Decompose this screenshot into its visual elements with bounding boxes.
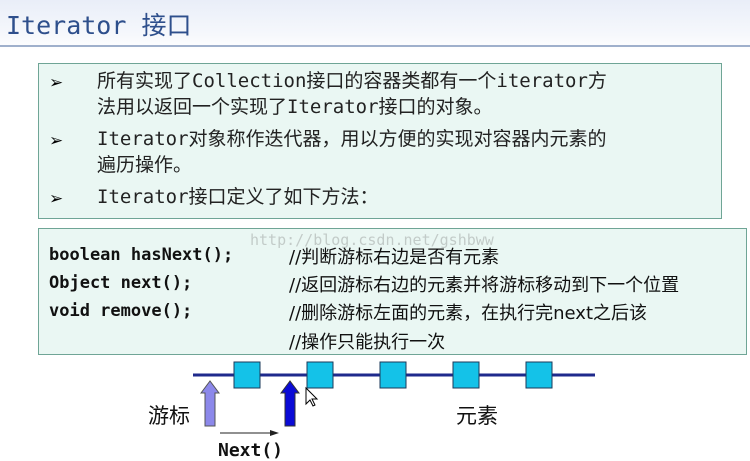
method-comment-hasnext: //判断游标右边是否有元素 bbox=[289, 247, 500, 268]
element-box bbox=[306, 361, 334, 389]
bullet-2-line-2: 遍历操作。 bbox=[97, 154, 193, 176]
page-title: Iterator 接口 bbox=[6, 11, 192, 40]
method-comment-remove: //删除游标左面的元素，在执行完next之后该 bbox=[289, 303, 648, 324]
element-box bbox=[452, 361, 480, 389]
iterator-diagram bbox=[193, 361, 595, 436]
element-box bbox=[233, 361, 261, 389]
bullet-icon: ➢ bbox=[49, 73, 64, 93]
cursor-label: 游标 bbox=[148, 404, 190, 428]
method-comment-next: //返回游标右边的元素并将游标移动到下一个位置 bbox=[289, 275, 680, 296]
method-code-remove: void remove(); bbox=[49, 301, 193, 321]
bullet-2-line-1: Iterator对象称作迭代器，用以方便的实现对容器内元素的 bbox=[97, 128, 607, 150]
element-label: 元素 bbox=[456, 404, 498, 428]
next-label: Next() bbox=[218, 440, 284, 461]
bullet-icon: ➢ bbox=[49, 131, 64, 151]
method-code-hasnext: boolean hasNext(); bbox=[49, 245, 234, 265]
bullet-1-line-1: 所有实现了Collection接口的容器类都有一个iterator方 bbox=[97, 70, 607, 92]
title-band bbox=[0, 0, 750, 50]
bullet-3-line-1: Iterator接口定义了如下方法： bbox=[97, 186, 379, 208]
methods-box: boolean hasNext(); //判断游标右边是否有元素 Object … bbox=[38, 228, 747, 355]
element-box bbox=[379, 361, 407, 389]
watermark: http://blog.csdn.net/gshbww bbox=[250, 231, 494, 249]
description-box: ➢ 所有实现了Collection接口的容器类都有一个iterator方 法用以… bbox=[38, 63, 722, 219]
method-comment-remove-cont: //操作只能执行一次 bbox=[289, 332, 446, 353]
mouse-pointer-icon bbox=[305, 386, 319, 407]
method-code-next: Object next(); bbox=[49, 273, 193, 293]
cursor-old-arrow-icon bbox=[200, 380, 220, 427]
next-move-arrowhead-icon bbox=[270, 430, 279, 436]
cursor-new-arrow-icon bbox=[280, 380, 300, 427]
bullet-icon: ➢ bbox=[49, 189, 64, 209]
title-divider bbox=[0, 45, 750, 47]
bullet-1-line-2: 法用以返回一个实现了Iterator接口的对象。 bbox=[97, 96, 493, 118]
element-box bbox=[525, 361, 553, 389]
